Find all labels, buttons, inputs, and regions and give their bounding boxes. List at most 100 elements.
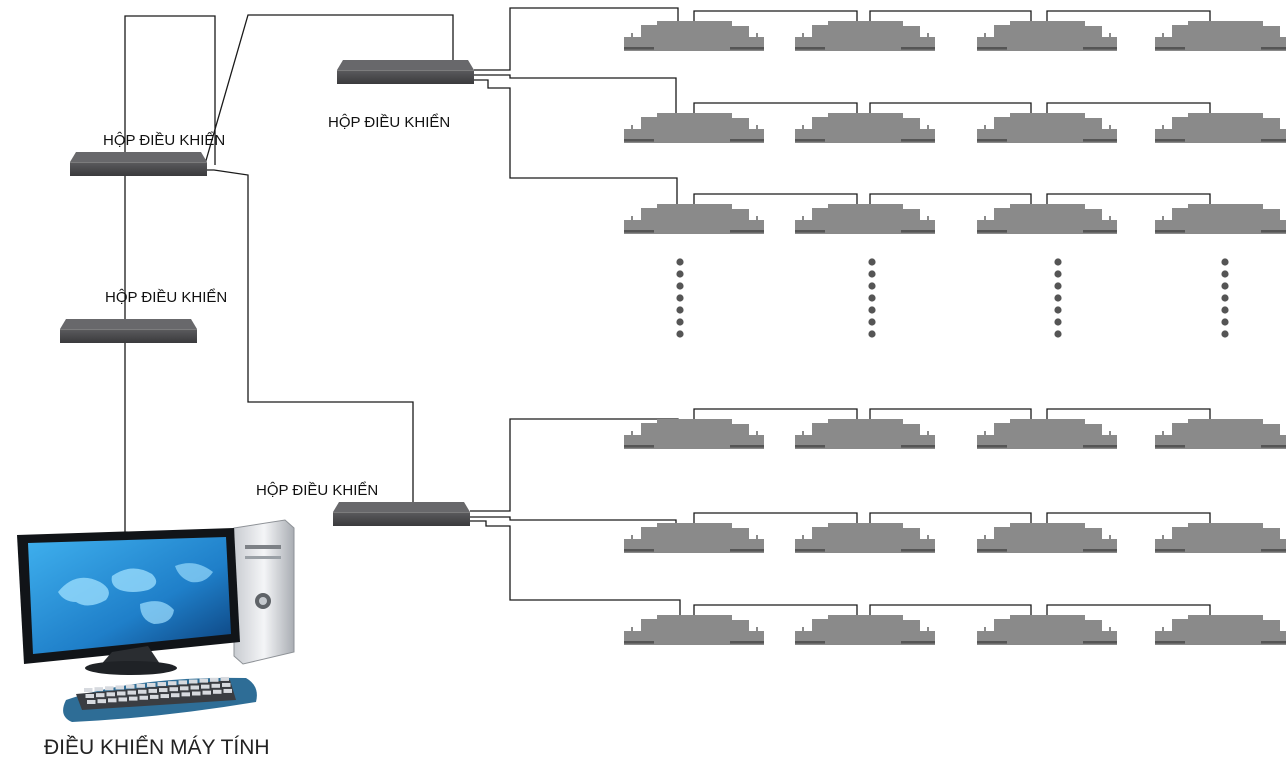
device-body	[795, 220, 935, 234]
device-body	[795, 631, 935, 645]
device-top	[1172, 21, 1280, 37]
device-rows	[624, 21, 1286, 645]
keyboard-key	[202, 690, 211, 695]
keyboard-key	[87, 700, 96, 704]
continuation-dots	[676, 258, 1229, 338]
device-pin-left	[802, 216, 804, 220]
device-slot-right	[1083, 47, 1117, 50]
continuation-dot	[868, 258, 876, 266]
continuation-dot	[1221, 282, 1229, 290]
feed-row-2	[474, 74, 677, 113]
device-top	[812, 419, 920, 435]
device-body	[1155, 129, 1286, 143]
device-pin-right	[756, 431, 758, 435]
keyboard-key	[160, 694, 169, 699]
device-slot-left	[624, 139, 654, 142]
keyboard-key	[117, 691, 126, 696]
keyboard-key	[85, 694, 94, 698]
keyboard-key	[223, 688, 232, 693]
device-unit	[1155, 204, 1286, 234]
continuation-dot	[676, 294, 684, 302]
controller-box-top	[333, 502, 470, 512]
device-top	[994, 21, 1102, 37]
device-body	[977, 129, 1117, 143]
device-top	[994, 204, 1102, 220]
device-pin-left	[802, 125, 804, 129]
continuation-dot	[1221, 330, 1229, 338]
device-body	[795, 539, 935, 553]
continuation-dot	[676, 270, 684, 278]
device-slot-right	[1261, 47, 1286, 50]
device-slot-right	[1083, 549, 1117, 552]
device-pin-right	[927, 431, 929, 435]
device-pin-right	[927, 125, 929, 129]
device-link-wire	[869, 604, 1032, 619]
feed-row-3	[474, 79, 678, 204]
controller-label-top: HỘP ĐIỀU KHIỂN	[103, 132, 226, 149]
device-pin-right	[756, 125, 758, 129]
device-slot-right	[901, 139, 935, 142]
device-slot-left	[624, 47, 654, 50]
continuation-dot	[1054, 294, 1062, 302]
controller-box-body	[337, 70, 474, 84]
device-pin-left	[984, 431, 986, 435]
device-top	[641, 523, 749, 539]
feed-row-6	[470, 520, 681, 622]
tower-power-led	[259, 597, 267, 605]
device-unit	[1155, 615, 1286, 645]
computer-tower	[233, 519, 295, 665]
device-pin-left	[802, 627, 804, 631]
device-slot-left	[795, 47, 825, 50]
device-slot-right	[1261, 641, 1286, 644]
device-pin-right	[756, 216, 758, 220]
continuation-dot	[868, 330, 876, 338]
keyboard-key	[115, 685, 124, 690]
keyboard-key	[150, 694, 159, 699]
device-slot-left	[1155, 445, 1185, 448]
device-unit	[977, 113, 1117, 143]
continuation-dot	[1054, 318, 1062, 326]
loop-wire	[124, 15, 216, 165]
keyboard-key	[190, 685, 199, 690]
wire-to-controller-b	[205, 169, 414, 502]
device-top	[812, 523, 920, 539]
keyboard-key	[136, 683, 145, 688]
screen-continent	[140, 601, 174, 624]
keyboard-key	[138, 689, 147, 694]
device-link-wire	[693, 512, 858, 527]
device-slot-left	[977, 445, 1007, 448]
device-top	[994, 615, 1102, 631]
device-slot-right	[1261, 445, 1286, 448]
device-pin-right	[756, 535, 758, 539]
device-unit	[977, 615, 1117, 645]
screen-continent	[58, 577, 109, 606]
device-pin-right	[1109, 216, 1111, 220]
device-unit	[795, 204, 935, 234]
keyboard-key	[171, 693, 180, 698]
keyboard-key	[94, 687, 103, 692]
device-pin-left	[1162, 431, 1164, 435]
device-link-wire	[1046, 604, 1211, 619]
device-pin-left	[1162, 125, 1164, 129]
tower-drive-slot	[245, 545, 281, 549]
computer-illustration	[17, 519, 295, 722]
monitor-screen	[28, 537, 231, 654]
device-slot-right	[901, 641, 935, 644]
controller-box-top	[70, 152, 207, 176]
device-pin-right	[927, 627, 929, 631]
device-pin-right	[1109, 125, 1111, 129]
keyboard-key	[139, 695, 148, 700]
continuation-dot	[1054, 270, 1062, 278]
keyboard-key	[201, 684, 210, 689]
device-unit	[977, 204, 1117, 234]
device-unit	[977, 523, 1117, 553]
device-top	[641, 113, 749, 129]
keyboard-key	[192, 691, 201, 696]
device-unit	[1155, 523, 1286, 553]
continuation-dot	[868, 270, 876, 278]
device-slot-left	[1155, 641, 1185, 644]
continuation-dot	[676, 282, 684, 290]
device-body	[1155, 631, 1286, 645]
keyboard-key	[84, 688, 93, 692]
device-slot-right	[730, 230, 764, 233]
